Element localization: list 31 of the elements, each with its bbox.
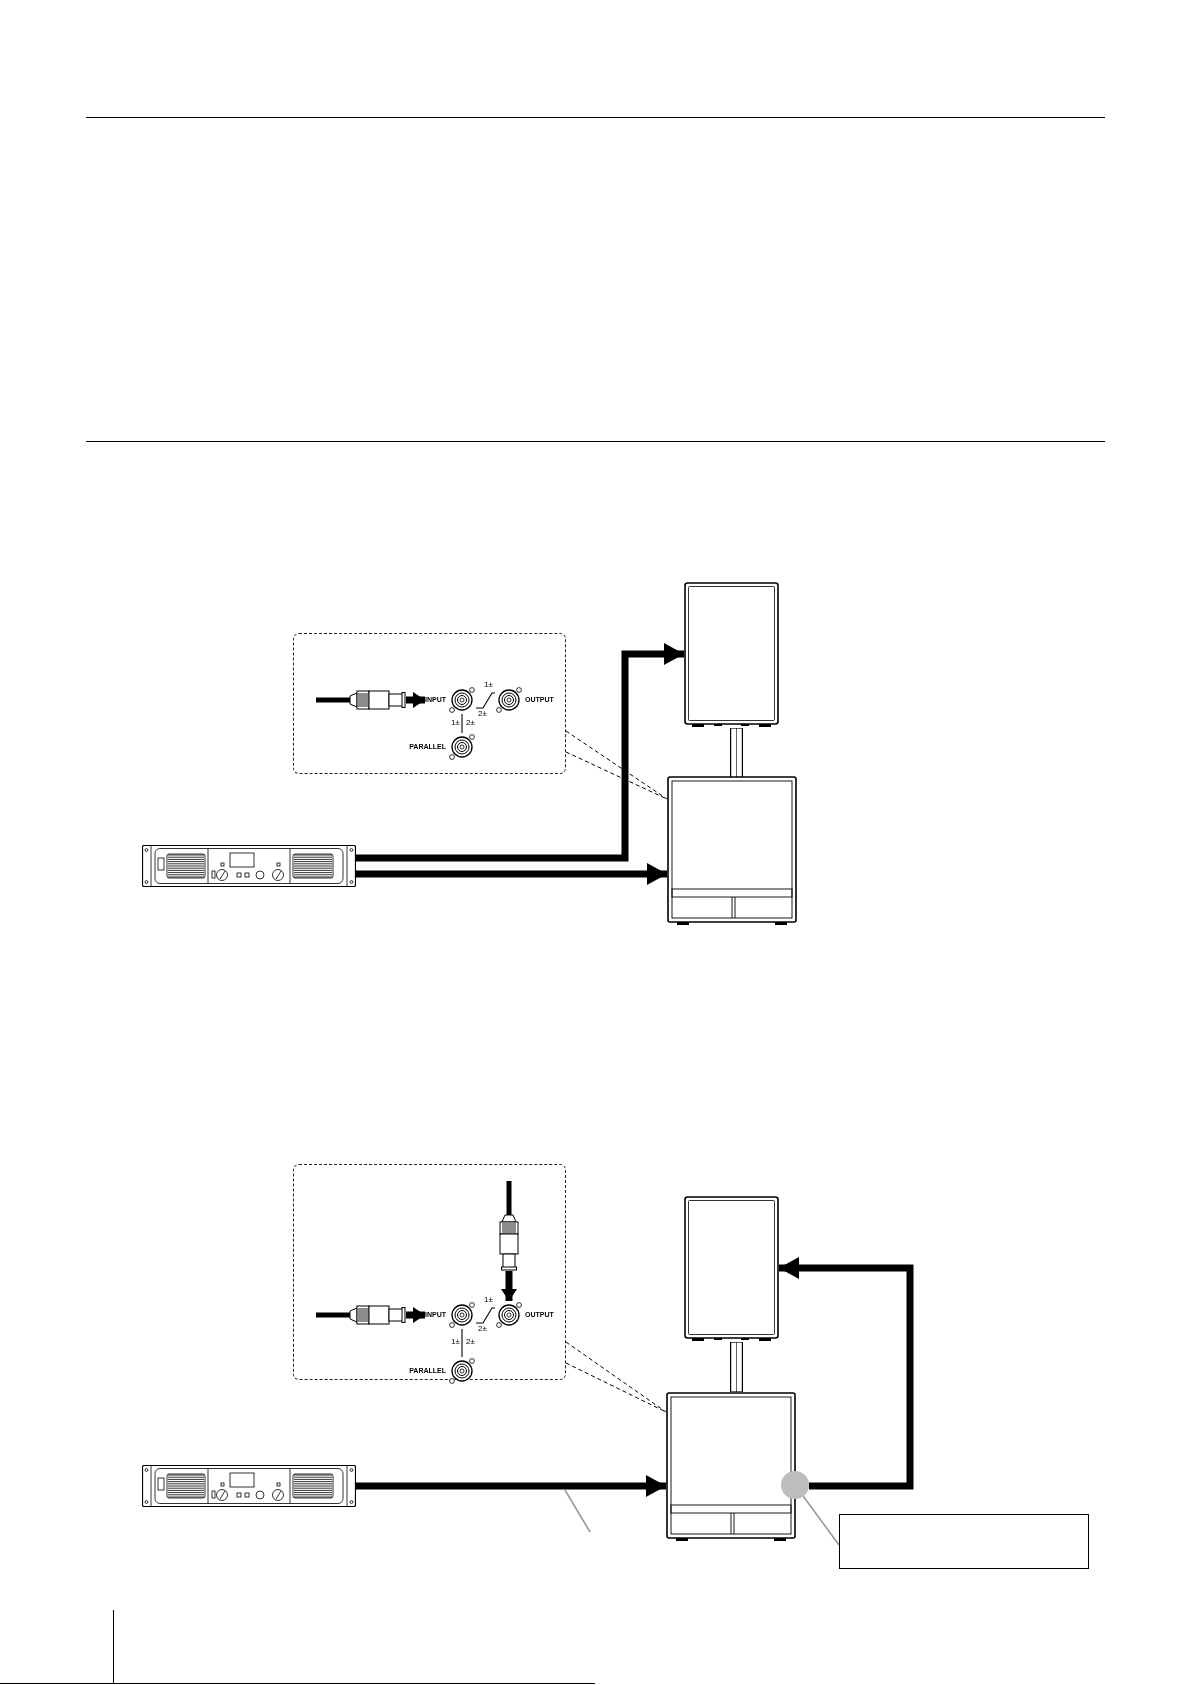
connection-point-marker bbox=[781, 1471, 809, 1499]
terminal-marking: 2± bbox=[466, 718, 475, 727]
speaker-cable-arrow bbox=[356, 863, 667, 885]
internal-link-line bbox=[461, 1328, 463, 1358]
internal-link-line bbox=[475, 1307, 496, 1324]
internal-link-line bbox=[461, 713, 463, 734]
terminal-marking: 1± bbox=[451, 1337, 460, 1346]
loudspeaker-drawing bbox=[684, 582, 779, 728]
leader-line bbox=[802, 1495, 840, 1546]
detail-inset-frame bbox=[293, 633, 566, 774]
internal-link-line bbox=[475, 692, 496, 709]
subwoofer-drawing bbox=[667, 776, 797, 926]
terminal-marking: 2± bbox=[478, 1324, 487, 1333]
speaker-cable-arrow bbox=[779, 1257, 914, 1490]
power-amplifier-drawing bbox=[142, 845, 356, 887]
terminal-marking: 2± bbox=[466, 1337, 475, 1346]
speaker-plug-drawing bbox=[316, 1304, 406, 1326]
detail-guide-line bbox=[565, 1341, 667, 1413]
terminal-marking: 1± bbox=[484, 680, 493, 689]
power-amplifier-drawing bbox=[142, 1465, 356, 1507]
speaker-cable-arrow bbox=[356, 643, 684, 862]
speaker-plug-drawing bbox=[316, 689, 406, 711]
loudspeaker-drawing bbox=[684, 1196, 779, 1342]
detail-guide-line bbox=[565, 730, 668, 800]
subwoofer-drawing bbox=[666, 1392, 796, 1542]
callout-box bbox=[839, 1514, 1089, 1569]
speaker-plug-drawing bbox=[498, 1181, 520, 1271]
speaker-cable-arrow bbox=[356, 1475, 666, 1497]
terminal-marking: 1± bbox=[451, 718, 460, 727]
terminal-marking: 2± bbox=[478, 709, 487, 718]
terminal-marking: 1± bbox=[484, 1295, 493, 1304]
